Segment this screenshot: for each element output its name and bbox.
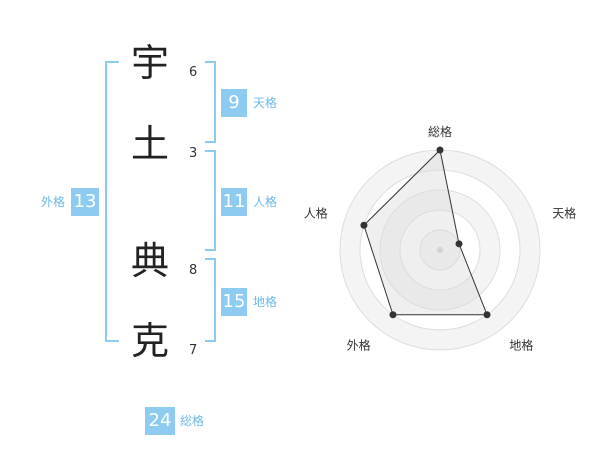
jinkaku-bracket [205,150,216,251]
radar-point-2 [455,240,463,248]
stroke-count-2: 3 [189,146,198,161]
gaikaku-label: 外格 [41,195,66,209]
chikaku-value-badge: 15 [221,288,247,316]
radar-axis-label: 天格 [552,206,576,221]
radar-axis-label: 地格 [509,337,533,352]
radar-point-4 [389,311,397,319]
name-char-1: 宇 [130,41,169,85]
radar-series [360,146,491,319]
radar-series-polygon [363,148,488,316]
jinkaku-label: 人格 [253,195,278,209]
tenkaku-bracket [205,61,216,143]
radar-point-5 [360,221,368,229]
tenkaku-value-badge: 9 [221,89,247,117]
gaikaku-value-badge: 13 [71,188,99,216]
name-char-2: 土 [130,122,169,166]
stroke-count-4: 7 [189,343,198,358]
radar-point-3 [483,311,491,319]
radar-axis-label: 総格 [428,124,452,139]
jinkaku-value-badge: 11 [221,188,247,216]
tenkaku-label: 天格 [253,96,278,110]
stroke-count-3: 8 [189,263,198,278]
name-char-3: 典 [130,239,169,283]
name-char-4: 克 [130,319,169,363]
radar-center-dot [437,247,443,253]
chikaku-bracket [205,258,216,342]
radar-axis-label: 外格 [347,337,371,352]
soukaku-label: 総格 [180,414,205,428]
radar-point-1 [436,146,444,154]
soukaku-value-badge: 24 [145,407,175,435]
stroke-count-1: 6 [189,65,198,80]
chikaku-label: 地格 [253,295,278,309]
radar-axis-label: 人格 [304,206,328,221]
gaikaku-bracket [105,61,119,342]
